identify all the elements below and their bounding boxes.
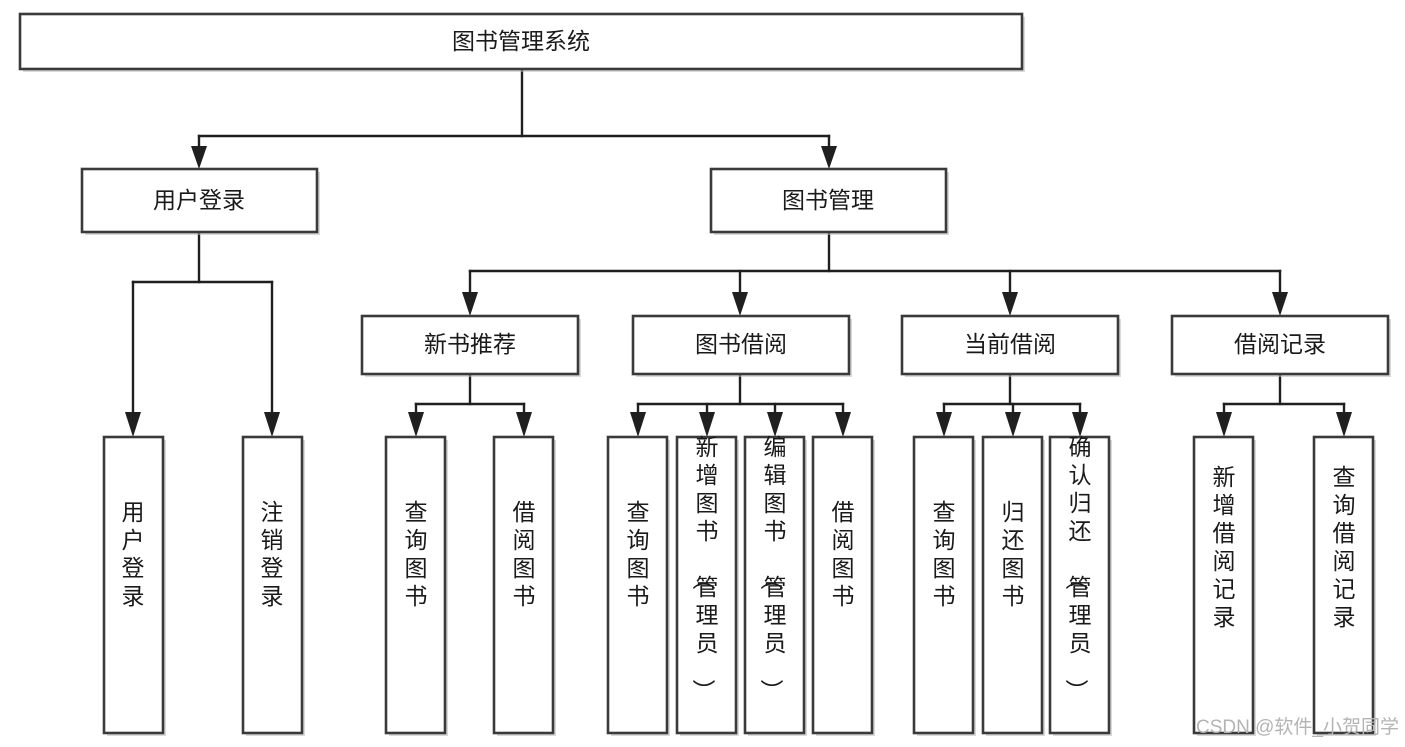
leaf-query-book-2-label: 查询图书 <box>627 499 650 609</box>
arrow-to-leaf-add-book <box>699 412 715 437</box>
node-user-login[interactable]: 用户登录 <box>80 167 320 235</box>
node-book-manage[interactable]: 图书管理 <box>709 167 949 235</box>
leaf-user-login-label: 用户登录 <box>122 499 145 609</box>
node-new-book-rec[interactable]: 新书推荐 <box>360 314 581 377</box>
current-borrow-box <box>900 314 1120 376</box>
leaf-return-book-box <box>981 435 1044 735</box>
arrow-to-user-login <box>191 146 207 169</box>
leaf-add-book-label: 新增图书（管理员） <box>691 434 719 702</box>
arrow-to-leaf-add-record <box>1216 412 1232 437</box>
node-leaf-query-book-1[interactable]: 查询图书 <box>384 435 448 736</box>
arrow-to-book-borrow <box>732 292 748 316</box>
node-leaf-user-logout[interactable]: 注销登录 <box>241 435 305 736</box>
leaf-confirm-return-label: 确认归还（管理员） <box>1064 434 1092 702</box>
leaf-query-book-1-label: 查询图书 <box>405 499 428 609</box>
book-manage-label: 图书管理 <box>782 187 874 213</box>
root-box <box>18 12 1024 71</box>
leaf-return-book-label: 归还图书 <box>1002 499 1025 609</box>
node-leaf-query-book-3[interactable]: 查询图书 <box>912 435 976 736</box>
leaf-query-record-label: 查询借阅记录 <box>1333 464 1356 630</box>
book-manage-box <box>709 167 948 234</box>
arrow-to-borrow-record <box>1272 292 1288 316</box>
leaf-user-login-box <box>102 435 165 735</box>
arrow-to-leaf-edit-book <box>767 412 783 437</box>
new-book-rec-box <box>360 314 580 376</box>
leaf-query-book-2-box <box>606 435 669 735</box>
arrow-to-current-borrow <box>1002 292 1018 316</box>
arrow-to-leaf-borrow-book-2 <box>835 412 851 437</box>
borrow-record-box <box>1170 314 1390 376</box>
book-borrow-box <box>631 314 851 376</box>
node-borrow-record[interactable]: 借阅记录 <box>1170 314 1391 377</box>
arrow-to-new-book-rec <box>462 292 478 316</box>
node-leaf-return-book[interactable]: 归还图书 <box>981 435 1045 736</box>
arrow-to-leaf-query-book-3 <box>936 412 952 437</box>
node-book-borrow[interactable]: 图书借阅 <box>631 314 852 377</box>
leaf-query-book-3-box <box>912 435 975 735</box>
node-root[interactable]: 图书管理系统 <box>18 12 1025 72</box>
node-current-borrow[interactable]: 当前借阅 <box>900 314 1121 377</box>
user-login-box <box>80 167 319 234</box>
book-borrow-label: 图书借阅 <box>695 331 787 357</box>
node-leaf-borrow-book-1[interactable]: 借阅图书 <box>492 435 556 736</box>
arrow-to-book-manage <box>821 146 837 169</box>
node-leaf-add-record[interactable]: 新增借阅记录 <box>1192 435 1256 736</box>
leaf-query-record-box <box>1312 435 1375 735</box>
arrow-to-leaf-user-logout <box>264 412 280 437</box>
leaf-edit-book-box <box>743 435 806 735</box>
leaf-user-logout-box <box>241 435 304 735</box>
leaf-query-book-1-box <box>384 435 447 735</box>
leaf-borrow-book-2-label: 借阅图书 <box>832 499 855 609</box>
node-leaf-add-book[interactable]: 新增图书（管理员） <box>675 434 739 736</box>
arrow-to-leaf-query-book-1 <box>408 412 424 437</box>
node-leaf-query-record[interactable]: 查询借阅记录 <box>1312 435 1376 736</box>
current-borrow-label: 当前借阅 <box>964 331 1056 357</box>
node-leaf-user-login[interactable]: 用户登录 <box>102 435 166 736</box>
borrow-record-label: 借阅记录 <box>1234 331 1326 357</box>
node-leaf-confirm-return[interactable]: 确认归还（管理员） <box>1048 434 1112 736</box>
leaf-user-logout-label: 注销登录 <box>261 499 284 609</box>
arrow-to-leaf-confirm-return <box>1072 412 1088 437</box>
connectors-group <box>125 68 1352 437</box>
leaf-add-record-label: 新增借阅记录 <box>1213 464 1236 630</box>
leaf-confirm-return-box <box>1048 435 1111 735</box>
leaf-borrow-book-1-box <box>492 435 555 735</box>
arrow-to-leaf-borrow-book-1 <box>516 412 532 437</box>
arrow-to-leaf-query-book-2 <box>630 412 646 437</box>
arrow-to-leaf-user-login <box>125 412 141 437</box>
root-label: 图书管理系统 <box>452 28 590 54</box>
leaf-add-record-box <box>1192 435 1255 735</box>
leaf-borrow-book-2-box <box>811 435 874 735</box>
leaf-query-book-3-label: 查询图书 <box>933 499 956 609</box>
arrow-to-leaf-return-book <box>1005 412 1021 437</box>
new-book-rec-label: 新书推荐 <box>424 331 516 357</box>
csdn-watermark: CSDN @软件_小贺同学 <box>1196 716 1399 738</box>
leaf-add-book-box <box>675 435 738 735</box>
user-login-label: 用户登录 <box>153 187 245 213</box>
arrow-to-leaf-query-record <box>1336 412 1352 437</box>
leaf-edit-book-label: 编辑图书（管理员） <box>759 434 787 702</box>
node-leaf-edit-book[interactable]: 编辑图书（管理员） <box>743 434 807 736</box>
node-leaf-borrow-book-2[interactable]: 借阅图书 <box>811 435 875 736</box>
leaf-borrow-book-1-label: 借阅图书 <box>513 499 536 609</box>
node-leaf-query-book-2[interactable]: 查询图书 <box>606 435 670 736</box>
